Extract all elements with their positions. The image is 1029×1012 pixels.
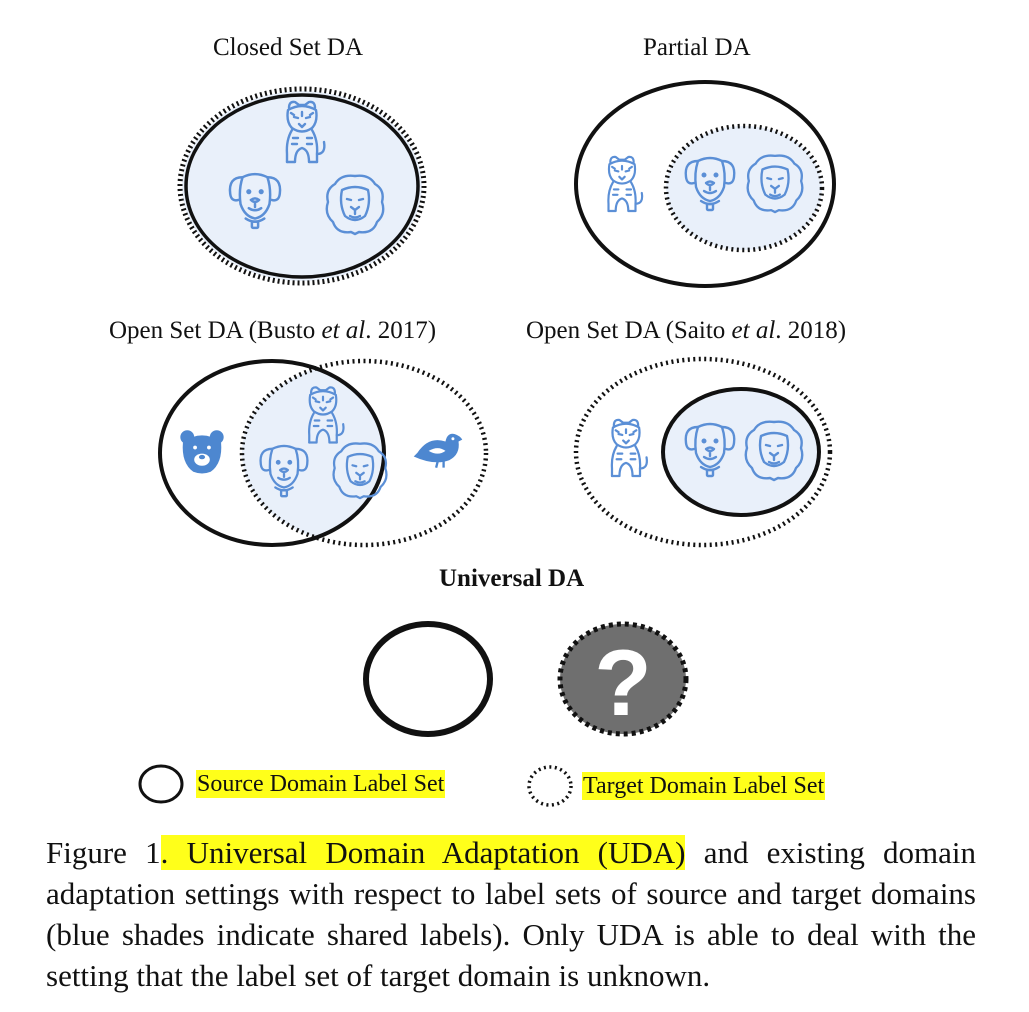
legend-source-symbol (138, 764, 184, 804)
open-set-busto-title-prefix: Open Set DA (Busto (109, 317, 322, 344)
open-set-busto-title-etal: et al (321, 317, 366, 344)
tiger-icon (610, 418, 649, 478)
saito-shared-area (663, 389, 819, 515)
caption-lead: Figure 1 (46, 835, 161, 870)
caption-highlight: . Universal Domain Adaptation (UDA) (160, 835, 686, 870)
universal-title: Universal DA (439, 565, 585, 592)
partial-target-set (663, 123, 825, 253)
open-set-saito-title: Open Set DA (Saito et al. 2018) (526, 318, 846, 343)
unknown-question-mark: ? (594, 630, 651, 735)
closed-set-target-set (177, 86, 427, 286)
legend-source-label: Source Domain Label Set (196, 770, 446, 798)
legend-target-label: Target Domain Label Set (582, 772, 826, 800)
universal-source-set (363, 621, 493, 737)
open-set-busto-title: Open Set DA (Busto et al. 2017) (109, 318, 436, 343)
open-set-saito-panel (573, 356, 833, 548)
bird-icon (412, 432, 464, 469)
closed-set-shared-area (182, 91, 422, 281)
legend (138, 764, 573, 807)
universal-target-set (557, 621, 689, 737)
figure-caption: Figure 1. Universal Domain Adaptation (U… (46, 832, 976, 996)
closed-set-panel (177, 86, 427, 286)
legend-target-symbol (527, 765, 573, 807)
closed-set-source-set (184, 93, 420, 279)
bear-icon (180, 430, 224, 474)
busto-source-set (158, 359, 386, 547)
saito-target-set (573, 356, 833, 548)
partial-source-set (574, 80, 836, 288)
busto-shared-area (242, 361, 384, 545)
partial-panel (574, 80, 836, 288)
open-set-busto-panel (158, 358, 489, 548)
open-set-busto-title-suffix: . 2017) (365, 317, 437, 344)
saito-source-set (661, 387, 821, 517)
tiger-icon (607, 155, 644, 213)
open-set-saito-title-prefix: Open Set DA (Saito (526, 317, 732, 344)
closed-set-title: Closed Set DA (213, 34, 363, 61)
busto-target-set (239, 358, 489, 548)
partial-title: Partial DA (643, 34, 751, 61)
universal-panel: ? (363, 621, 689, 737)
domain-adaptation-diagram: ? (138, 80, 836, 807)
caption-rest: and existing domain adaptation settings … (46, 835, 977, 993)
open-set-saito-title-suffix: . 2018) (775, 317, 847, 344)
open-set-saito-title-etal: et al (731, 317, 776, 344)
